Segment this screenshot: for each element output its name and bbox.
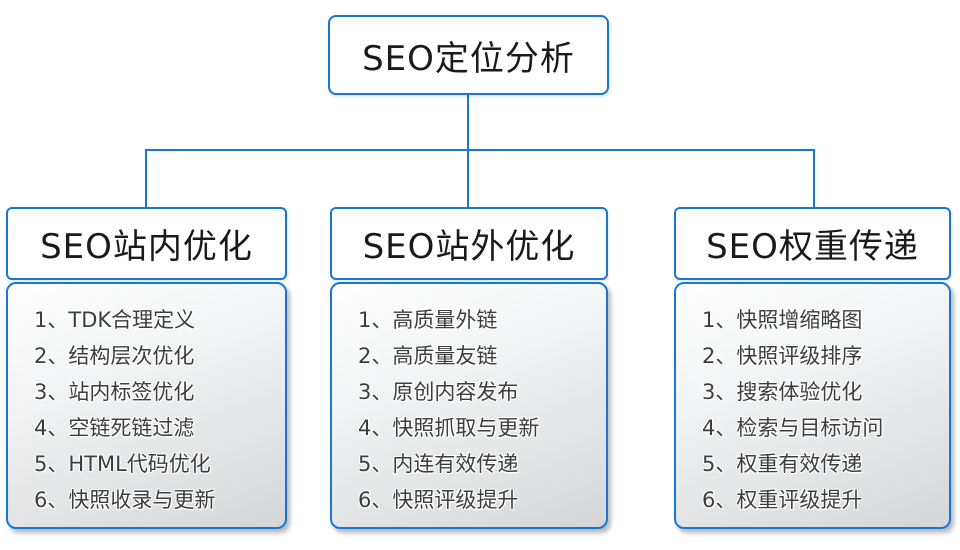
list-item: 3、站内标签优化 xyxy=(34,380,195,404)
column-header-onsite: SEO站内优化 xyxy=(6,207,287,280)
connector-horizontal xyxy=(145,149,815,151)
list-item: 5、HTML代码优化 xyxy=(34,452,211,476)
column-list-onsite: 1、TDK合理定义 2、结构层次优化 3、站内标签优化 4、空链死链过滤 5、H… xyxy=(6,282,287,529)
list-item: 4、检索与目标访问 xyxy=(702,416,884,440)
column-list-offsite: 1、高质量外链 2、高质量友链 3、原创内容发布 4、快照抓取与更新 5、内连有… xyxy=(330,282,608,529)
list-item: 5、权重有效传递 xyxy=(702,452,863,476)
list-item: 1、快照增缩略图 xyxy=(702,308,863,332)
list-item: 6、快照评级提升 xyxy=(358,488,519,512)
list-item: 4、快照抓取与更新 xyxy=(358,416,540,440)
list-item: 3、搜索体验优化 xyxy=(702,380,863,404)
list-item: 2、高质量友链 xyxy=(358,344,498,368)
connector-root-vertical xyxy=(467,95,469,207)
connector-right-vertical xyxy=(813,149,815,207)
column-header-weight: SEO权重传递 xyxy=(674,207,951,280)
column-header-offsite: SEO站外优化 xyxy=(330,207,608,280)
list-item: 2、快照评级排序 xyxy=(702,344,863,368)
list-item: 4、空链死链过滤 xyxy=(34,416,195,440)
column-header-onsite-label: SEO站内优化 xyxy=(40,227,253,267)
root-node: SEO定位分析 xyxy=(328,15,609,95)
connector-left-vertical xyxy=(145,149,147,207)
column-header-offsite-label: SEO站外优化 xyxy=(362,227,576,267)
column-header-weight-label: SEO权重传递 xyxy=(706,227,919,267)
list-item: 5、内连有效传递 xyxy=(358,452,519,476)
root-node-label: SEO定位分析 xyxy=(362,38,575,79)
list-item: 3、原创内容发布 xyxy=(358,380,519,404)
column-list-weight: 1、快照增缩略图 2、快照评级排序 3、搜索体验优化 4、检索与目标访问 5、权… xyxy=(674,282,951,529)
list-item: 6、快照收录与更新 xyxy=(34,488,216,512)
list-item: 1、TDK合理定义 xyxy=(34,308,196,332)
list-item: 1、高质量外链 xyxy=(358,308,498,332)
list-item: 2、结构层次优化 xyxy=(34,344,195,368)
list-item: 6、权重评级提升 xyxy=(702,488,863,512)
